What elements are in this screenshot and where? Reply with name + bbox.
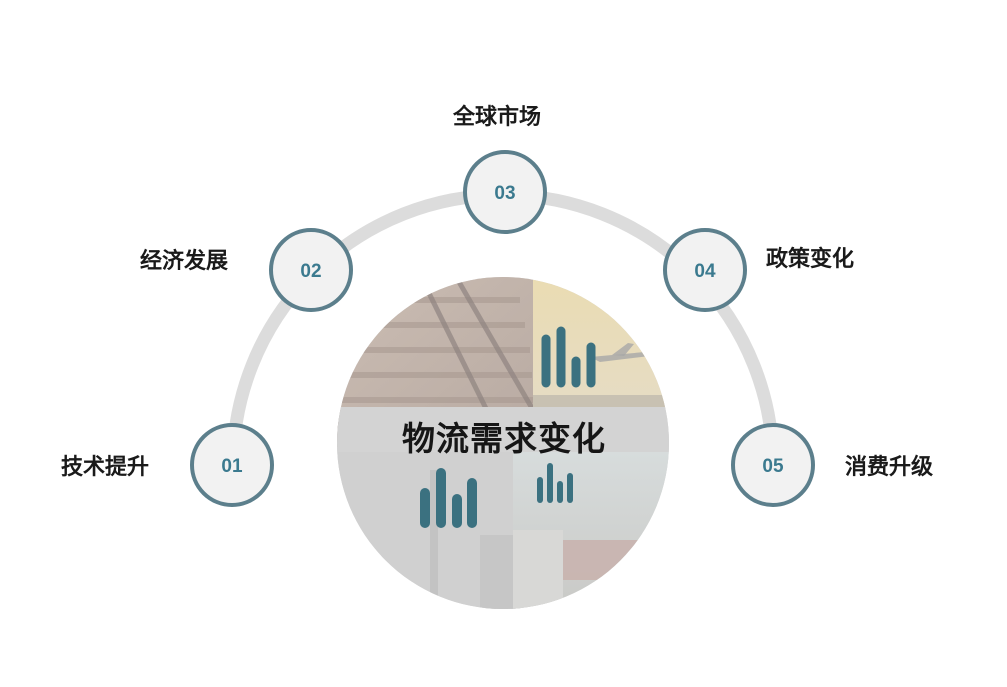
node-03: 03 [463,150,547,234]
truck-photo [513,452,669,609]
bar-chart-icon [537,463,573,503]
node-02-label: 经济发展 [140,249,229,274]
container-photo [337,452,520,609]
node-01-label: 技术提升 [61,455,150,480]
node-05-label: 消费升级 [845,455,934,480]
node-04-label: 政策变化 [766,247,855,272]
node-04: 04 [663,228,747,312]
node-03-label: 全球市场 [453,105,542,130]
node-05: 05 [731,423,815,507]
center-title: 物流需求变化 [402,419,606,458]
bar-chart-icon [541,326,596,388]
node-04-number: 04 [694,261,716,282]
node-02: 02 [269,228,353,312]
node-02-number: 02 [300,261,321,282]
node-05-number: 05 [762,456,784,477]
airplane-photo [533,277,669,409]
bar-chart-icon [420,468,477,528]
node-01: 01 [190,423,274,507]
node-01-number: 01 [221,456,243,477]
node-03-number: 03 [494,183,515,204]
